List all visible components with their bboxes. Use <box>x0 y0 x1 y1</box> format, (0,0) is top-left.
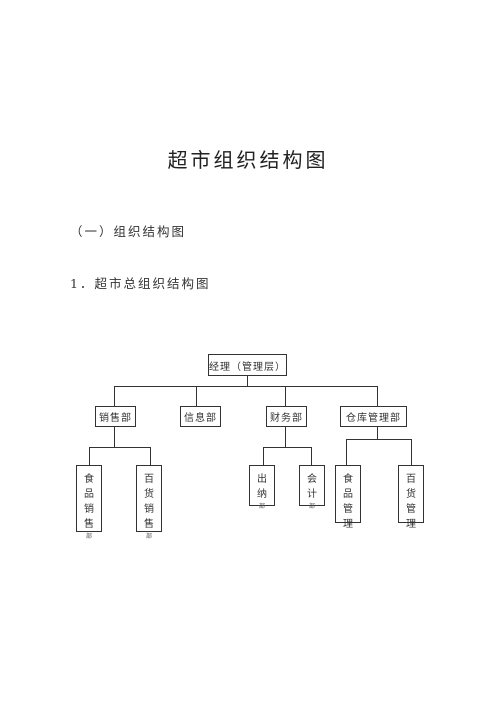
connector-line <box>89 447 151 448</box>
connector-line <box>411 439 412 465</box>
unit-food-management: 食 品 管 理 <box>335 465 361 530</box>
connector-line <box>346 439 412 440</box>
connector-line <box>196 386 197 406</box>
dept-sales: 销售部 <box>95 406 136 427</box>
connector-line <box>114 386 115 406</box>
connector-line <box>247 375 248 386</box>
page-title: 超市组织结构图 <box>167 148 329 172</box>
unit-general-goods-management: 百 货 管 理 <box>398 465 424 530</box>
unit-accounting: 会 计 部 <box>299 465 325 510</box>
subsection-heading: 1．超市总组织结构图 <box>70 276 211 291</box>
unit-food-sales: 食 品 销 售 部 <box>76 465 102 540</box>
connector-line <box>285 386 286 406</box>
unit-general-goods-sales: 百 货 销 售 部 <box>136 465 162 540</box>
dept-warehouse: 仓库管理部 <box>340 406 407 427</box>
dept-finance: 财务部 <box>266 406 307 427</box>
connector-line <box>377 427 378 439</box>
unit-cashier: 出 纳 部 <box>249 465 275 510</box>
connector-line <box>263 447 264 465</box>
connector-line <box>346 439 347 465</box>
org-root-manager: 经理（管理层） <box>208 354 287 376</box>
connector-line <box>377 386 378 406</box>
connector-line <box>285 427 286 447</box>
connector-line <box>89 447 90 465</box>
connector-line <box>114 386 377 387</box>
connector-line <box>311 447 312 465</box>
connector-line <box>114 427 115 447</box>
dept-information: 信息部 <box>180 406 221 427</box>
connector-line <box>150 447 151 465</box>
connector-line <box>263 447 312 448</box>
section-heading: （一）组织结构图 <box>70 224 187 239</box>
